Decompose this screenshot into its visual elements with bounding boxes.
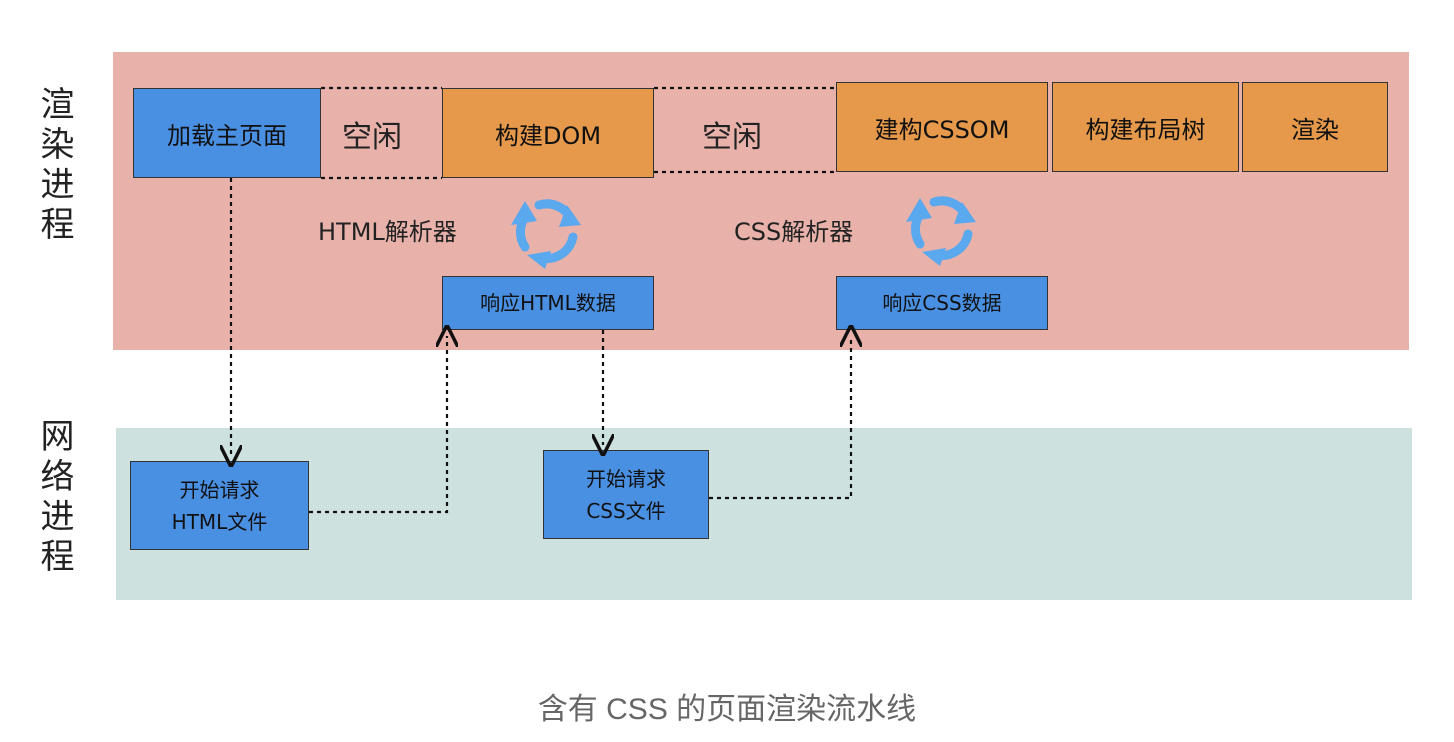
load-main-page-box: 加载主页面	[133, 88, 321, 178]
build-cssom-label: 建构CSSOM	[874, 115, 1010, 144]
network-process-band	[116, 428, 1412, 600]
build-cssom-box: 建构CSSOM	[836, 82, 1048, 172]
render-box: 渲染	[1242, 82, 1388, 172]
idle-label-1: 空闲	[342, 120, 402, 155]
figure-caption: 含有 CSS 的页面渲染流水线	[537, 693, 917, 726]
request-css-line1: 开始请求	[586, 466, 666, 491]
css-parser-label: CSS解析器	[734, 218, 854, 246]
build-layout-tree-box: 构建布局树	[1052, 82, 1239, 172]
request-css-line2: CSS文件	[586, 498, 666, 523]
request-html-file-box: 开始请求 HTML文件	[130, 461, 309, 550]
render-process-label: 渲染进程	[34, 86, 74, 246]
respond-html-data-label: 响应HTML数据	[480, 291, 616, 315]
request-html-line1: 开始请求	[179, 477, 260, 502]
network-process-label: 网络进程	[34, 418, 74, 578]
build-dom-label: 构建DOM	[494, 121, 602, 150]
respond-css-data-box: 响应CSS数据	[836, 276, 1048, 330]
load-main-page-label: 加载主页面	[167, 121, 287, 150]
html-parser-label: HTML解析器	[318, 218, 457, 246]
respond-html-data-box: 响应HTML数据	[442, 276, 654, 330]
request-css-file-box: 开始请求 CSS文件	[543, 450, 709, 539]
request-html-line2: HTML文件	[171, 509, 268, 534]
render-label: 渲染	[1291, 115, 1339, 144]
respond-css-data-label: 响应CSS数据	[882, 291, 1002, 315]
build-dom-box: 构建DOM	[442, 88, 654, 178]
build-layout-tree-label: 构建布局树	[1085, 115, 1206, 144]
idle-label-2: 空闲	[702, 120, 762, 155]
